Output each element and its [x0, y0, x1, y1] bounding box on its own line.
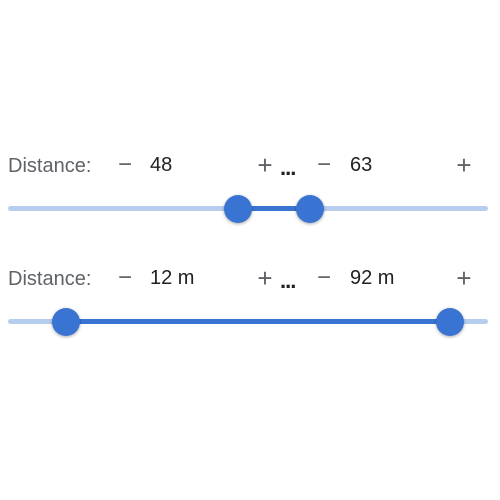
range-separator: ... — [280, 155, 296, 180]
max-decrement-button[interactable]: − — [316, 264, 331, 291]
distance-range-slider-1: Distance: − 48 + ... − 63 + — [0, 148, 500, 223]
max-increment-button[interactable]: + — [456, 150, 472, 180]
max-thumb-handle[interactable] — [296, 194, 325, 223]
min-value-field[interactable]: 48 — [150, 154, 173, 176]
max-increment-button[interactable]: + — [456, 263, 472, 293]
min-increment-button[interactable]: + — [257, 263, 273, 293]
range-separator: ... — [280, 268, 296, 293]
min-value-field[interactable]: 12 m — [150, 267, 195, 289]
slider-selected-range — [65, 319, 450, 324]
max-thumb-handle[interactable] — [435, 307, 464, 336]
distance-label: Distance: — [8, 268, 92, 290]
min-decrement-button[interactable]: − — [117, 151, 132, 178]
slider-selected-range — [238, 206, 311, 211]
min-increment-button[interactable]: + — [257, 150, 273, 180]
slider-track[interactable] — [8, 194, 488, 223]
max-value-field[interactable]: 63 — [350, 154, 373, 176]
distance-range-slider-2: Distance: − 12 m + ... − 92 m + — [0, 261, 500, 336]
max-decrement-button[interactable]: − — [316, 151, 331, 178]
min-decrement-button[interactable]: − — [117, 264, 132, 291]
max-value-field[interactable]: 92 m — [350, 267, 395, 289]
slider-track[interactable] — [8, 307, 488, 336]
distance-label: Distance: — [8, 155, 92, 177]
min-thumb-handle[interactable] — [51, 307, 80, 336]
min-thumb-handle[interactable] — [224, 194, 253, 223]
